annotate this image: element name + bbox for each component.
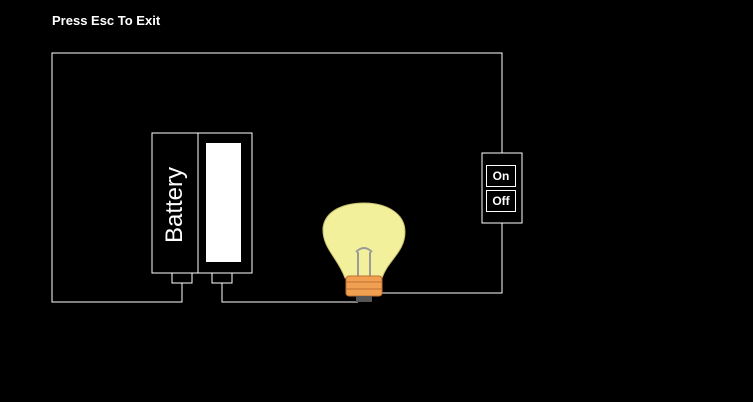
wire-top-loop: [51, 52, 503, 303]
light-bulb-icon: [322, 202, 406, 302]
bulb-contact: [356, 296, 372, 302]
battery-terminal-negative: [171, 272, 193, 284]
bulb-base: [345, 275, 383, 297]
battery-terminal-positive: [211, 272, 233, 284]
wires: [51, 52, 503, 303]
battery-charge-level: [206, 143, 241, 262]
wire-battery-to-bulb: [221, 283, 358, 303]
wire-switch-to-bulb: [382, 223, 503, 294]
bulb-filament: [355, 247, 373, 278]
battery-body: [151, 132, 253, 274]
exit-hint: Press Esc To Exit: [52, 13, 161, 28]
switch-housing: [481, 152, 523, 224]
battery-icon: [151, 132, 253, 284]
switch-off-button[interactable]: Off: [486, 190, 516, 212]
bulb-glass: [322, 202, 406, 279]
battery-label: Battery: [161, 166, 188, 244]
switch-on-button[interactable]: On: [486, 165, 516, 187]
